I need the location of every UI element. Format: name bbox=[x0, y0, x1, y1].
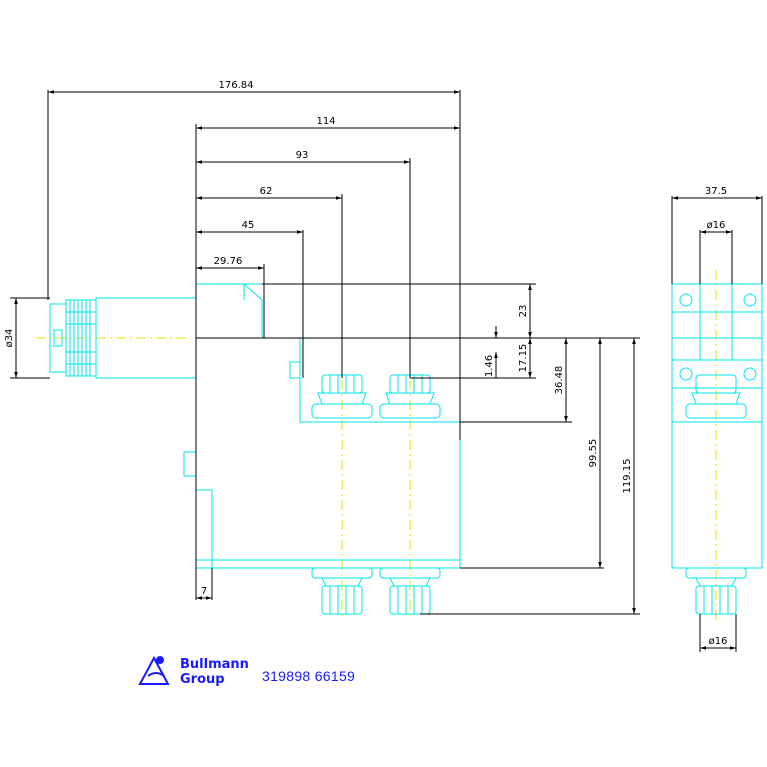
dim-23: 23 bbox=[518, 305, 529, 318]
dim-7: 7 bbox=[201, 586, 207, 597]
dim-93: 93 bbox=[296, 150, 309, 161]
dim-37-5: 37.5 bbox=[705, 186, 727, 197]
dim-diameter-16-top: ø16 bbox=[707, 220, 726, 231]
side-view-part bbox=[671, 283, 763, 615]
dim-36-48: 36.48 bbox=[554, 366, 565, 395]
lower-collet-1 bbox=[311, 567, 373, 615]
logo-text-line2: Group bbox=[180, 672, 225, 687]
bullmann-group-logo: Bullmann Group bbox=[138, 655, 249, 687]
dimension-labels: 176.84 114 93 62 45 29.76 23 1.46 17.15 … bbox=[4, 80, 727, 647]
dim-62: 62 bbox=[260, 186, 273, 197]
knurl-lines bbox=[66, 300, 96, 376]
part-number: 319898 66159 bbox=[262, 668, 356, 684]
dim-diameter-16-bottom: ø16 bbox=[709, 636, 728, 647]
logo-mark-icon bbox=[138, 655, 170, 685]
upper-collet-2 bbox=[379, 374, 441, 419]
dim-176-84: 176.84 bbox=[219, 80, 254, 91]
dim-114: 114 bbox=[316, 116, 335, 127]
dim-diameter-34: ø34 bbox=[4, 329, 15, 348]
dim-1-46: 1.46 bbox=[484, 355, 495, 377]
lower-collet-2 bbox=[379, 567, 441, 615]
logo-text-line1: Bullmann bbox=[180, 657, 249, 672]
dim-99-55: 99.55 bbox=[588, 439, 599, 468]
dim-17-15: 17.15 bbox=[518, 344, 529, 373]
dim-29-76: 29.76 bbox=[214, 256, 243, 267]
dimension-arrows bbox=[14, 90, 762, 650]
front-view-part bbox=[49, 283, 461, 615]
dim-45: 45 bbox=[242, 220, 255, 231]
dim-119-15: 119.15 bbox=[622, 459, 633, 494]
